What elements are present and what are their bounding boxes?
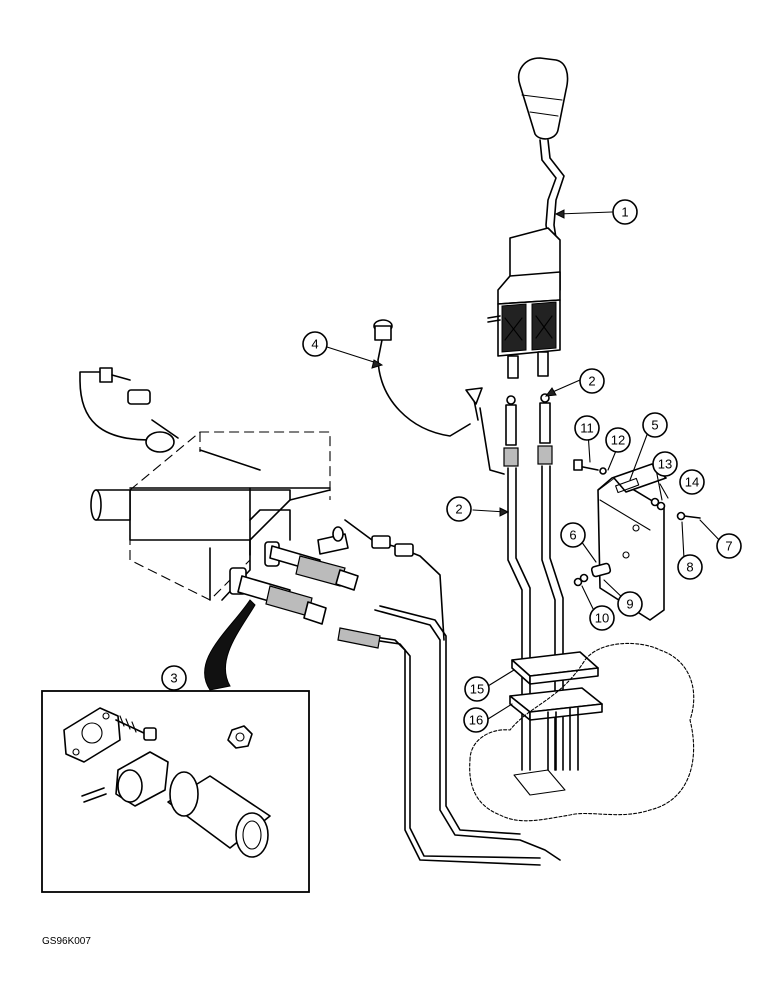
svg-text:14: 14 — [685, 475, 699, 490]
callout-10: 10 — [589, 605, 615, 631]
svg-text:12: 12 — [611, 433, 625, 448]
svg-text:1: 1 — [621, 205, 628, 220]
svg-text:10: 10 — [595, 611, 609, 626]
callout-1: 1 — [612, 199, 638, 225]
svg-text:4: 4 — [311, 337, 318, 352]
inset-detail-box — [41, 690, 310, 893]
svg-text:3: 3 — [170, 671, 177, 686]
callout-8: 8 — [677, 554, 703, 580]
svg-text:15: 15 — [470, 682, 484, 697]
control-cables — [503, 393, 564, 771]
callout-13: 13 — [652, 451, 678, 477]
valve-block — [90, 431, 331, 601]
hydraulic-fittings — [237, 526, 561, 866]
callout-2-lower: 2 — [446, 496, 472, 522]
svg-text:2: 2 — [588, 374, 595, 389]
shift-lever — [487, 57, 569, 379]
callout-9: 9 — [617, 591, 643, 617]
callout-7: 7 — [716, 533, 742, 559]
svg-text:11: 11 — [580, 421, 594, 436]
svg-text:13: 13 — [658, 457, 672, 472]
svg-text:6: 6 — [569, 528, 576, 543]
inset-pointer — [204, 599, 256, 691]
callout-2-upper: 2 — [579, 368, 605, 394]
floor-outline — [469, 642, 695, 822]
svg-text:9: 9 — [626, 597, 633, 612]
callout-16: 16 — [463, 707, 489, 733]
svg-text:5: 5 — [651, 418, 658, 433]
svg-text:7: 7 — [725, 539, 732, 554]
callout-6: 6 — [560, 522, 586, 548]
wiring-harness — [79, 319, 505, 641]
callout-5: 5 — [642, 412, 668, 438]
callout-15: 15 — [464, 676, 490, 702]
bracket-assembly — [573, 459, 701, 621]
callout-3: 3 — [161, 665, 187, 691]
svg-text:2: 2 — [455, 502, 462, 517]
callout-12: 12 — [605, 427, 631, 453]
callout-11: 11 — [574, 415, 600, 441]
mounting-plates — [509, 651, 603, 796]
svg-text:16: 16 — [469, 713, 483, 728]
callout-4: 4 — [302, 331, 328, 357]
callout-14: 14 — [679, 469, 705, 495]
svg-text:8: 8 — [686, 560, 693, 575]
figure-code: GS96K007 — [42, 936, 91, 947]
